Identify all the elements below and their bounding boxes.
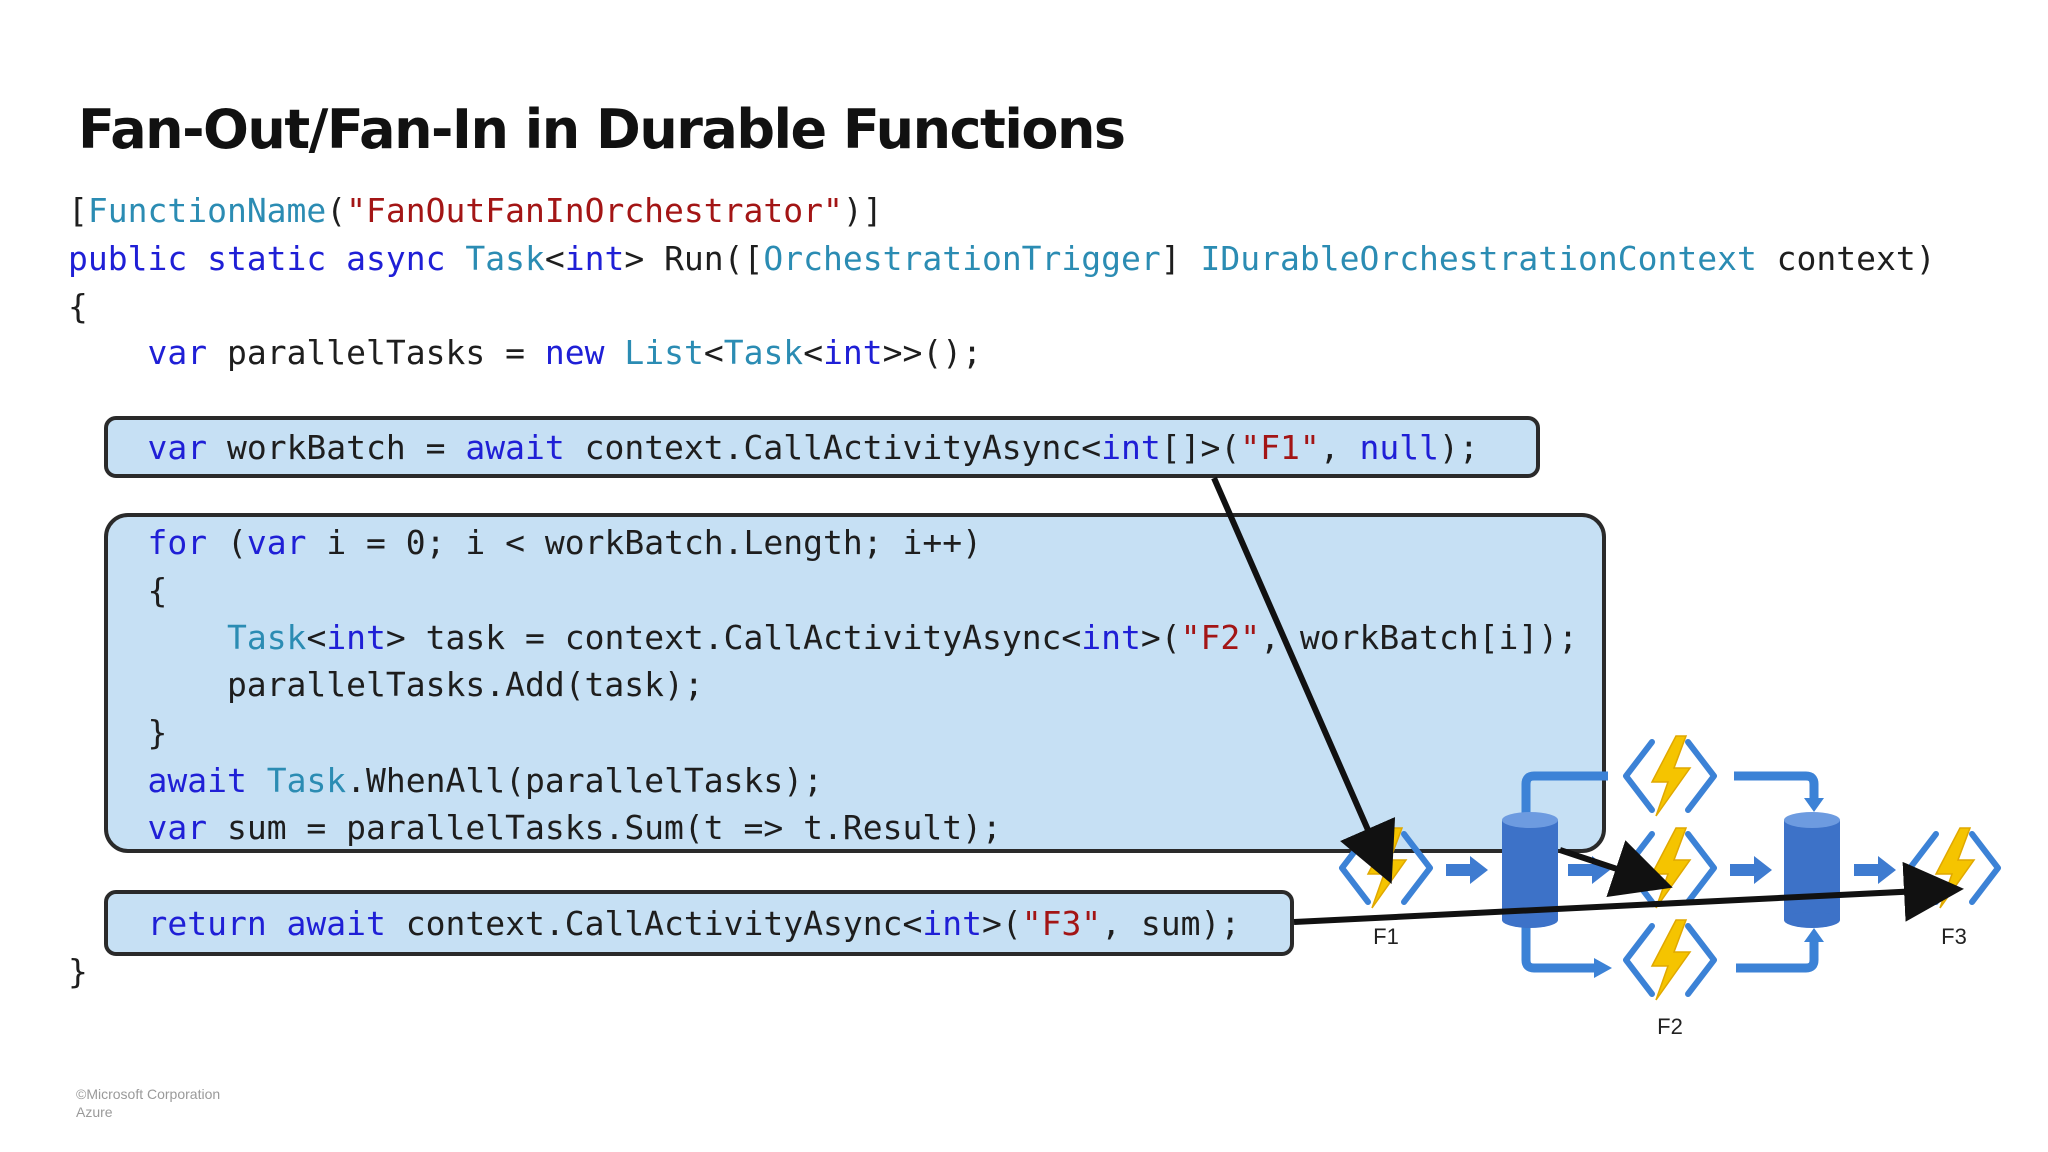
code-token: context.CallActivityAsync< bbox=[564, 428, 1102, 467]
azure-function-f2-middle-icon bbox=[1626, 828, 1714, 908]
code-token: IDurableOrchestrationContext bbox=[1200, 239, 1757, 278]
pointer-arrow-f1 bbox=[1211, 476, 1396, 884]
code-token: int bbox=[1101, 428, 1161, 467]
code-token: null bbox=[1359, 428, 1439, 467]
code-token: "F2" bbox=[1180, 618, 1261, 657]
code-token: "F1" bbox=[1240, 428, 1320, 467]
code-token: { bbox=[68, 287, 88, 326]
code-token: return await bbox=[147, 904, 386, 943]
code-token: ( bbox=[207, 523, 247, 562]
code-token: [ bbox=[68, 191, 88, 230]
code-line: parallelTasks.Add(task); bbox=[68, 665, 704, 705]
f3-label: F3 bbox=[1941, 924, 1967, 949]
code-token: .WhenAll(parallelTasks); bbox=[346, 761, 824, 800]
code-token: < bbox=[544, 239, 565, 278]
code-token: > Run([ bbox=[624, 239, 764, 278]
code-line: } bbox=[68, 713, 167, 753]
code-token: List bbox=[624, 333, 704, 372]
code-line: await Task.WhenAll(parallelTasks); bbox=[68, 761, 823, 801]
code-token: await bbox=[147, 761, 267, 800]
code-token: workBatch = bbox=[207, 428, 466, 467]
code-token: ] bbox=[1160, 239, 1201, 278]
code-token: "F3" bbox=[1021, 904, 1102, 943]
code-token: new bbox=[544, 333, 625, 372]
code-token: >( bbox=[1140, 618, 1181, 657]
code-token: Task bbox=[226, 618, 307, 657]
code-token: ( bbox=[326, 191, 347, 230]
azure-function-f3-icon bbox=[1910, 828, 1998, 908]
code-line: for (var i = 0; i < workBatch.Length; i+… bbox=[68, 523, 982, 563]
queue-icon bbox=[1784, 812, 1840, 928]
code-token: parallelTasks.Add(task); bbox=[68, 665, 704, 704]
slide-title: Fan-Out/Fan-In in Durable Functions bbox=[78, 98, 1126, 161]
code-token: } bbox=[68, 952, 88, 991]
footer-product: Azure bbox=[76, 1104, 113, 1120]
code-token: int bbox=[1081, 618, 1141, 657]
f1-label: F1 bbox=[1373, 924, 1399, 949]
code-token: ); bbox=[1438, 428, 1479, 467]
code-token: for bbox=[147, 523, 208, 562]
code-token: context) bbox=[1756, 239, 1936, 278]
code-token: "FanOutFanInOrchestrator" bbox=[346, 191, 843, 230]
code-line: [FunctionName("FanOutFanInOrchestrator")… bbox=[68, 191, 883, 231]
code-token: )] bbox=[842, 191, 883, 230]
code-token: parallelTasks = bbox=[207, 333, 545, 372]
footer-copyright: ©Microsoft Corporation bbox=[76, 1086, 221, 1102]
code-token: OrchestrationTrigger bbox=[763, 239, 1161, 278]
code-token: i = 0; i < workBatch.Length; i++) bbox=[306, 523, 982, 562]
code-line: Task<int> task = context.CallActivityAsy… bbox=[68, 618, 1578, 658]
code-token: await bbox=[465, 428, 565, 467]
code-token: < bbox=[703, 333, 724, 372]
code-token: >>(); bbox=[882, 333, 983, 372]
pointer-arrow-f2 bbox=[1559, 840, 1673, 898]
code-line: var sum = parallelTasks.Sum(t => t.Resul… bbox=[68, 808, 1002, 848]
code-token: > task = context.CallActivityAsync< bbox=[385, 618, 1082, 657]
code-line: return await context.CallActivityAsync<i… bbox=[68, 904, 1240, 944]
f2-label: F2 bbox=[1657, 1014, 1683, 1039]
code-token: >( bbox=[981, 904, 1022, 943]
code-token: var bbox=[147, 333, 208, 372]
code-token: < bbox=[803, 333, 824, 372]
code-line: var parallelTasks = new List<Task<int>>(… bbox=[68, 333, 982, 373]
azure-function-f1-icon bbox=[1342, 828, 1430, 908]
code-token: , workBatch[i]); bbox=[1260, 618, 1579, 657]
code-token: { bbox=[68, 571, 168, 610]
code-token: int bbox=[823, 333, 883, 372]
f1-call-highlight bbox=[104, 416, 1540, 478]
code-line: } bbox=[68, 952, 88, 992]
code-token: Task bbox=[723, 333, 804, 372]
code-line: { bbox=[68, 571, 167, 611]
code-token: } bbox=[68, 713, 168, 752]
code-line: var workBatch = await context.CallActivi… bbox=[68, 428, 1479, 468]
code-token: int bbox=[922, 904, 982, 943]
lower-branch-connector bbox=[1521, 914, 1824, 978]
code-token: var bbox=[147, 428, 208, 467]
code-token: []>( bbox=[1160, 428, 1241, 467]
upper-branch-connector bbox=[1521, 771, 1824, 826]
code-token: < bbox=[306, 618, 327, 657]
flow-arrow-icon bbox=[1446, 856, 1488, 884]
code-token: FunctionName bbox=[87, 191, 327, 230]
code-line: public static async Task<int> Run([Orche… bbox=[68, 239, 1936, 279]
f3-call-highlight bbox=[104, 890, 1294, 956]
code-token: context.CallActivityAsync< bbox=[385, 904, 923, 943]
code-token: var bbox=[147, 808, 208, 847]
pointer-arrow-f3 bbox=[1293, 861, 1964, 925]
code-token: int bbox=[326, 618, 386, 657]
code-token: var bbox=[246, 523, 307, 562]
code-token: sum = parallelTasks.Sum(t => t.Result); bbox=[207, 808, 1002, 847]
code-token: public static async bbox=[68, 239, 466, 278]
azure-function-f2-bottom-icon bbox=[1626, 920, 1714, 1000]
flow-arrow-icon bbox=[1730, 856, 1772, 884]
code-token: , sum); bbox=[1101, 904, 1241, 943]
code-line: { bbox=[68, 287, 88, 327]
azure-function-f2-top-icon bbox=[1626, 736, 1714, 816]
code-token: Task bbox=[465, 239, 545, 278]
flow-arrow-icon bbox=[1854, 856, 1896, 884]
code-token: Task bbox=[266, 761, 347, 800]
code-token: , bbox=[1319, 428, 1360, 467]
code-token: int bbox=[564, 239, 625, 278]
